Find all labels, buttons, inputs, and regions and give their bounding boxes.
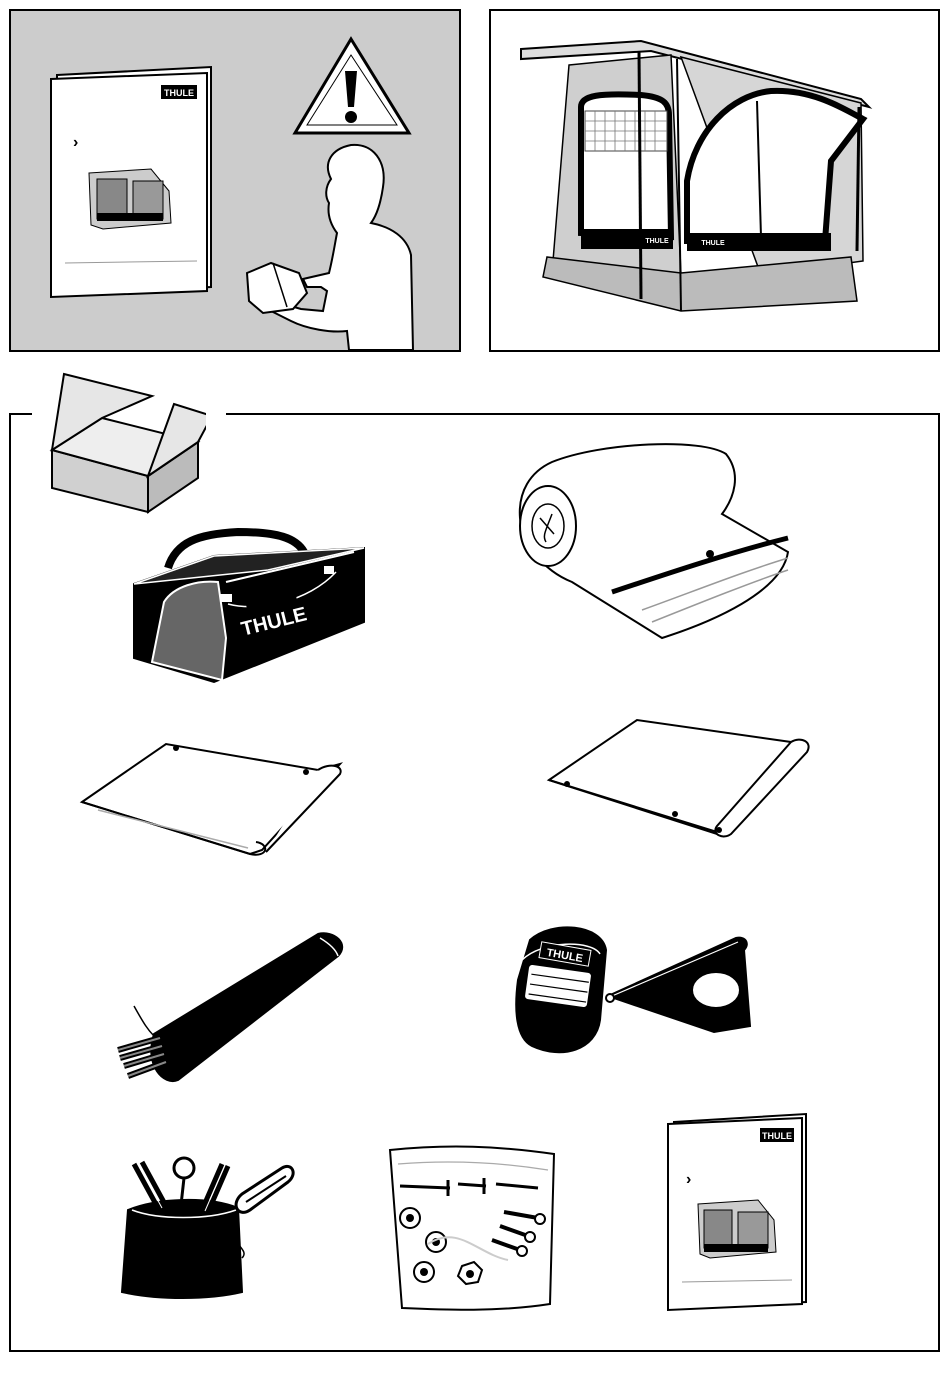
top-right-panel: THULE THULE: [489, 9, 940, 352]
manual2-logo: THULE: [762, 1131, 792, 1141]
side-logo: THULE: [701, 240, 725, 247]
manual-bullet: ›: [73, 134, 78, 151]
corner-bracket: [604, 934, 754, 1034]
storage-bag: THULE: [128, 522, 368, 694]
peg-pouch: [118, 1154, 314, 1300]
top-left-panel: THULE ›: [9, 9, 461, 352]
manual2-bullet: ›: [686, 1171, 691, 1188]
cover-clip: THULE: [512, 920, 612, 1060]
person-reading: [247, 145, 413, 350]
manual-logo: THULE: [164, 88, 194, 98]
side-panel-left: [78, 734, 348, 860]
read-instructions-illustration: THULE ›: [11, 11, 459, 350]
awning-tent-illustration: THULE THULE: [491, 11, 938, 350]
hardware-bag: [388, 1144, 558, 1314]
side-panel-right: [545, 714, 815, 844]
door-logo: THULE: [645, 238, 669, 245]
rolled-fabric: [512, 442, 794, 644]
box-icon: [44, 370, 206, 518]
warning-triangle-icon: [295, 39, 409, 133]
pole-bag: [104, 930, 354, 1090]
manual-booklet: THULE ›: [51, 67, 211, 297]
manual-booklet-contents: THULE ›: [664, 1112, 812, 1312]
